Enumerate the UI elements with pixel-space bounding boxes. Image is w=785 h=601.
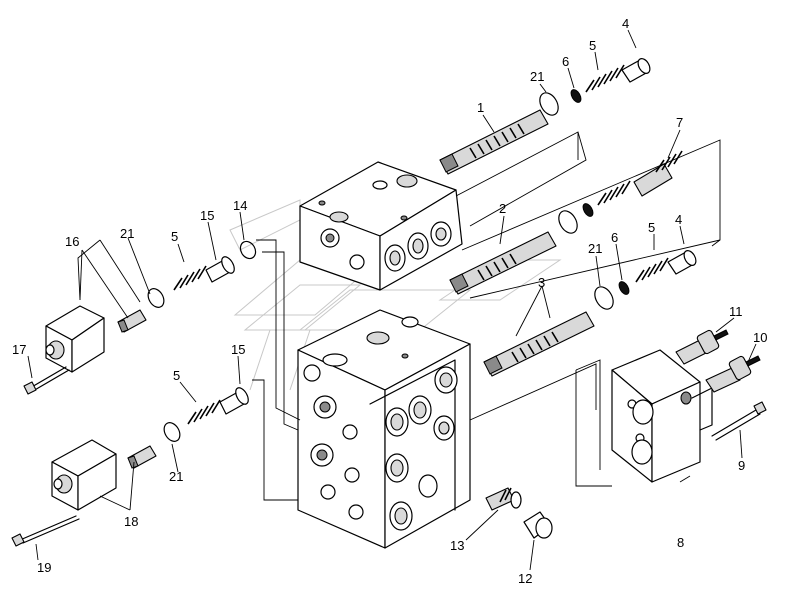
bolt-9 xyxy=(711,401,767,441)
o-ring-21-left-lower xyxy=(163,422,181,442)
retainer-15-upper xyxy=(205,256,235,283)
bolt-19 xyxy=(11,515,80,547)
spring-5-mid xyxy=(597,180,631,206)
callout-4-top: 4 xyxy=(622,16,629,31)
leader-lines xyxy=(27,29,757,571)
spring-5-top xyxy=(585,64,625,93)
callout-12: 12 xyxy=(518,571,532,586)
callout-10: 10 xyxy=(753,330,767,345)
o-ring-21-left-upper xyxy=(147,288,165,308)
callout-11: 11 xyxy=(729,304,743,319)
callout-6-top: 6 xyxy=(562,54,569,69)
o-ring-21-top xyxy=(539,92,559,116)
o-ring-21-low xyxy=(594,286,614,310)
callouts: 1 2 3 4 4 5 5 5 5 6 6 7 8 9 10 11 12 13 … xyxy=(12,16,767,586)
upper-valve-section xyxy=(299,161,463,291)
spring-5-left-upper xyxy=(173,265,207,291)
end-cover-18 xyxy=(51,439,117,511)
end-cover-16 xyxy=(45,305,105,373)
callout-4-mid: 4 xyxy=(675,212,682,227)
connection-lines xyxy=(77,131,721,501)
callout-3: 3 xyxy=(538,275,545,290)
plunger-left-lower xyxy=(127,445,157,469)
callout-15-upper: 15 xyxy=(200,208,214,223)
callout-8: 8 xyxy=(677,535,684,550)
callout-21-top: 21 xyxy=(530,69,544,84)
fitting-13 xyxy=(485,487,522,511)
cap-4-top xyxy=(621,58,651,83)
callout-5-left-upper: 5 xyxy=(171,229,178,244)
callout-21-left-upper: 21 xyxy=(120,226,134,241)
callout-5-mid: 5 xyxy=(648,220,655,235)
spring-5-left-lower xyxy=(187,399,221,425)
bolt-17 xyxy=(23,366,70,395)
callout-9: 9 xyxy=(738,458,745,473)
callout-17: 17 xyxy=(12,342,26,357)
washer-6-top xyxy=(570,89,582,103)
callout-14: 14 xyxy=(233,198,247,213)
callout-6-low: 6 xyxy=(611,230,618,245)
callout-7: 7 xyxy=(676,115,683,130)
plunger-left-upper xyxy=(117,309,147,333)
callout-18: 18 xyxy=(124,514,138,529)
spring-5-low xyxy=(635,257,669,283)
callout-15-lower: 15 xyxy=(231,342,245,357)
callout-1: 1 xyxy=(477,100,484,115)
callout-19: 19 xyxy=(37,560,51,575)
callout-13: 13 xyxy=(450,538,464,553)
retainer-15-lower xyxy=(219,387,249,415)
callout-21-left-lower: 21 xyxy=(169,469,183,484)
o-ring-14 xyxy=(239,240,257,260)
plug-12 xyxy=(523,511,553,539)
solenoid-11 xyxy=(675,329,729,365)
callout-5-top: 5 xyxy=(589,38,596,53)
washer-6-low xyxy=(618,281,630,295)
callout-5-left-lower: 5 xyxy=(173,368,180,383)
spool-1 xyxy=(439,109,549,175)
lower-valve-section xyxy=(297,309,471,549)
callout-16: 16 xyxy=(65,234,79,249)
o-ring-21-mid xyxy=(558,210,578,234)
solenoid-10 xyxy=(705,355,761,393)
callout-21-mid: 21 xyxy=(588,241,602,256)
spool-3 xyxy=(483,311,595,377)
callout-2: 2 xyxy=(499,201,506,216)
washer-6-mid xyxy=(582,203,594,217)
spool-2 xyxy=(449,231,557,295)
cap-4-low xyxy=(667,250,697,275)
solenoid-block xyxy=(611,349,713,483)
